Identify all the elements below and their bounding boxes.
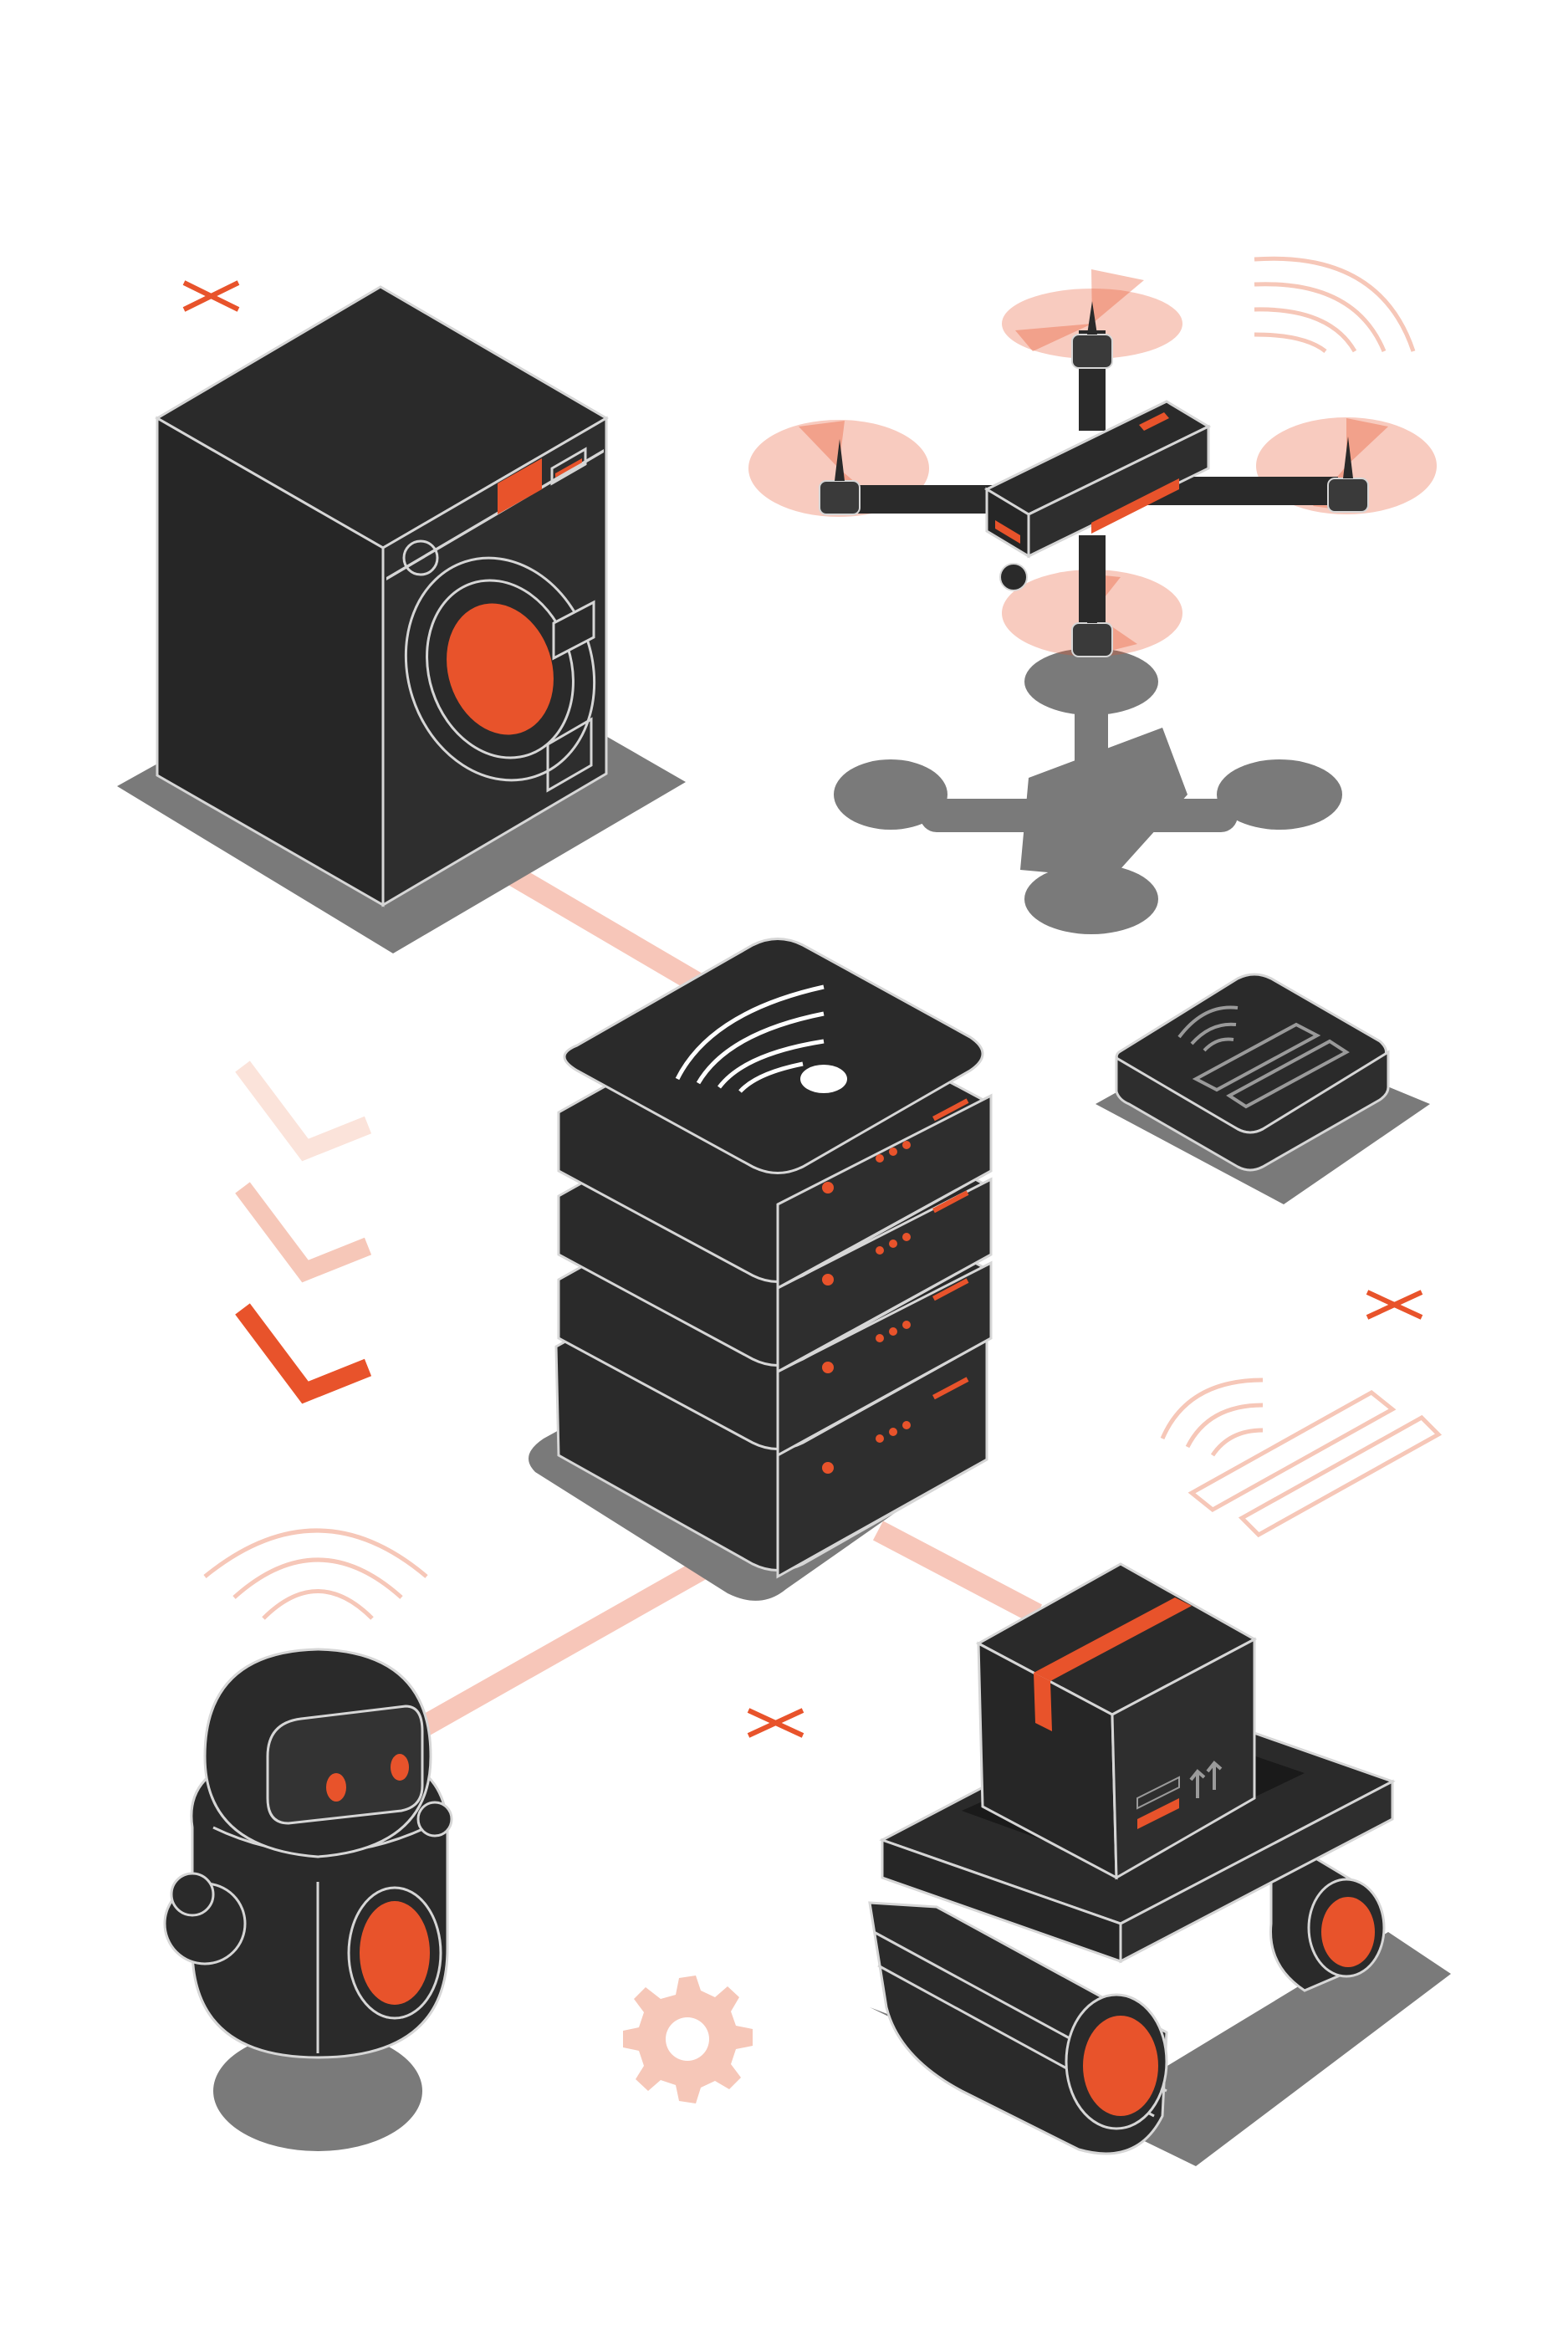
server-stack (529, 938, 993, 1601)
robot-eye-right (391, 1754, 409, 1781)
drone-body-side (1027, 424, 1210, 559)
delivery-rover (868, 1562, 1451, 2166)
washing-machine (117, 285, 686, 953)
this-side-up-icon (1189, 1761, 1223, 1798)
door-handle (552, 600, 595, 661)
robot-wifi-icon (203, 1528, 428, 1620)
hub-slots (1192, 1022, 1350, 1109)
rover-wheel-front-hub (1083, 2016, 1158, 2116)
status-lights (822, 1098, 969, 1474)
robot-chest-light (360, 1901, 430, 2005)
chevron-list (235, 1061, 372, 1404)
drone-shadow (834, 648, 1342, 934)
package-label-outline (1136, 1776, 1180, 1810)
server-wifi-dot (800, 1065, 847, 1093)
propeller-spikes (835, 301, 1353, 623)
remote-control-icon (1160, 1378, 1443, 1538)
drone-side-light (1091, 478, 1179, 534)
server-top (563, 938, 984, 1174)
filter-hatch (546, 717, 593, 793)
robot-visor (266, 1705, 424, 1825)
server-unit-2-front (776, 1177, 993, 1374)
server-unit-1-front (776, 1093, 993, 1291)
package-tape-top (1034, 1597, 1192, 1681)
cross-mark-icon (182, 280, 240, 312)
drone-camera-icon (999, 563, 1028, 591)
control-panel-divider (386, 449, 604, 580)
chevron-icon (235, 1303, 372, 1404)
rover-wheel-back-hub (1321, 1897, 1375, 1967)
server-unit-3-front (776, 1260, 993, 1458)
chevron-icon (235, 1182, 372, 1283)
door-window (447, 603, 554, 735)
cross-mark-icon (747, 1708, 804, 1738)
gear-icon (623, 1976, 753, 2103)
drone-front-light (995, 520, 1020, 544)
server-wifi-icon (675, 984, 825, 1093)
hub-wifi-icon (1177, 1005, 1239, 1052)
connection-robot-server (416, 1554, 717, 1737)
robot-arm-joint (170, 1872, 215, 1917)
connection-server-rover (872, 1521, 1043, 1624)
hub-side (1115, 1050, 1390, 1172)
drone-top-light (1139, 412, 1169, 431)
robot-ear (416, 1801, 453, 1838)
package-label (1137, 1798, 1179, 1829)
robot-eye-left (326, 1773, 346, 1802)
control-buttons-accent (555, 458, 582, 478)
smart-hub (1096, 973, 1430, 1204)
wifi-waves-icon (1254, 256, 1416, 353)
package-tape-side (1034, 1673, 1052, 1731)
drone (748, 256, 1437, 934)
chevron-icon (235, 1061, 372, 1162)
knob-icon (402, 539, 439, 576)
rover-platform-right (1119, 1779, 1394, 1964)
robot (163, 1528, 453, 2151)
cross-mark-icon (1366, 1290, 1423, 1320)
display-screen (498, 458, 542, 514)
motor-hubs (819, 334, 1369, 657)
control-buttons (550, 447, 587, 486)
robot-shadow (213, 2031, 422, 2151)
